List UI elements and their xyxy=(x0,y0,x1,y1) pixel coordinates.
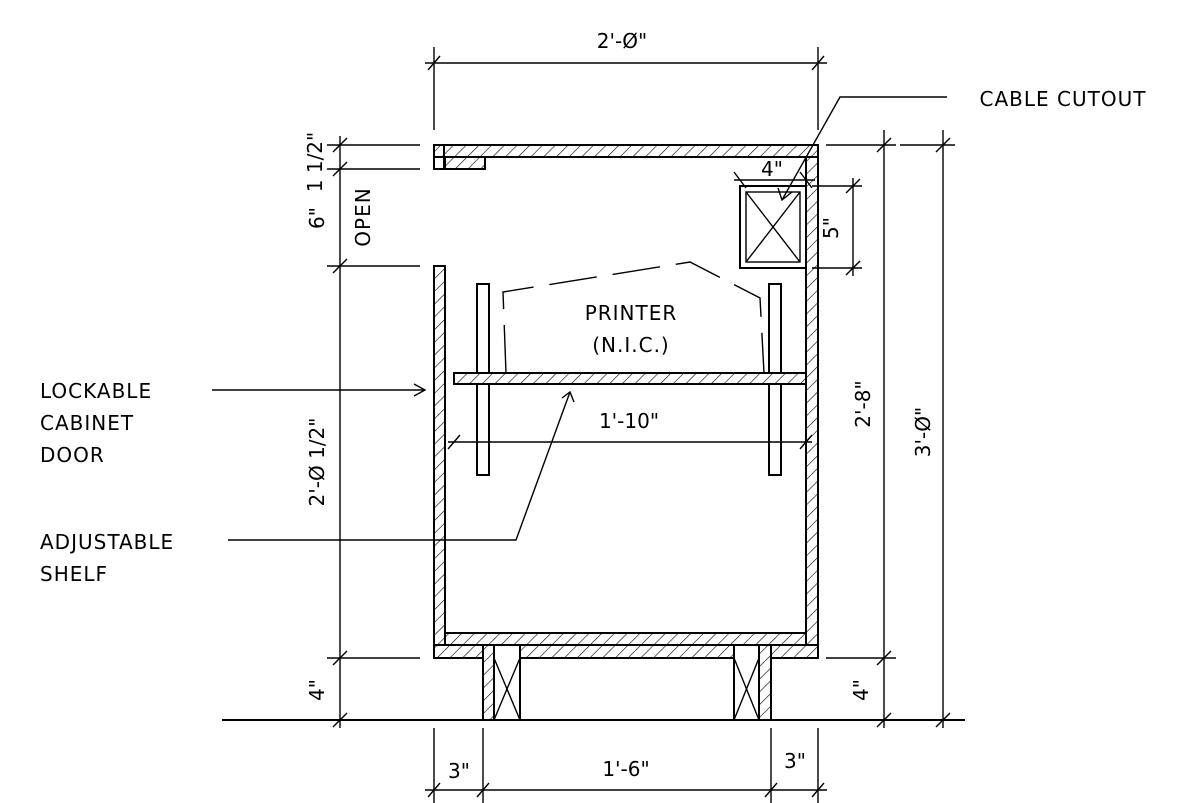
leader-arrowheads xyxy=(413,187,793,403)
foot-left-dim: 3" xyxy=(448,759,470,783)
printer-label-line2: (N.I.C.) xyxy=(592,333,670,357)
overall-width-dim: 2'-Ø" xyxy=(597,29,647,53)
open-height-dim: 6" xyxy=(305,207,329,229)
bottom-panel xyxy=(444,632,807,646)
top-panel xyxy=(433,144,819,158)
cable-cutout xyxy=(739,185,807,269)
base-right-dim: 4" xyxy=(849,679,873,701)
box-height-dim: 2'-8" xyxy=(851,380,875,427)
rail-block xyxy=(444,156,486,170)
total-height-dim: 3'-Ø" xyxy=(911,407,935,457)
adjustable-label-line2: SHELF xyxy=(40,562,108,586)
printer-label-line1: PRINTER xyxy=(585,301,678,325)
lockable-label-line2: CABINET xyxy=(40,411,134,435)
base-plate xyxy=(433,644,819,659)
adjustable-shelf-assembly xyxy=(453,283,807,476)
shelf-width-dim: 1'-10" xyxy=(599,409,659,433)
foot-span-dim: 1'-6" xyxy=(602,757,649,781)
base-left-dim: 4" xyxy=(305,679,329,701)
left-side-panel xyxy=(433,265,446,647)
printer-outline xyxy=(502,261,765,374)
right-side-panel xyxy=(805,156,819,647)
cutout-height-dim: 5" xyxy=(819,217,843,239)
adjustable-label-line1: ADJUSTABLE xyxy=(40,530,174,554)
cabinet-height-dim: 2'-Ø 1/2" xyxy=(305,418,329,507)
left-foot-inner xyxy=(493,644,521,721)
dimension-lines xyxy=(212,47,955,803)
cabinet-body xyxy=(433,144,819,659)
right-foot-inner xyxy=(733,644,760,721)
top-rail-dim: 1 1/2" xyxy=(303,132,327,192)
cable-cutout-label: CABLE CUTOUT xyxy=(980,87,1147,111)
open-label: OPEN xyxy=(351,187,375,246)
adjustable-shelf xyxy=(453,372,807,385)
lockable-label-line1: LOCKABLE xyxy=(40,379,152,403)
cutout-width-dim: 4" xyxy=(761,157,783,181)
foot-right-dim: 3" xyxy=(784,749,806,773)
lockable-label-line3: DOOR xyxy=(40,443,105,467)
